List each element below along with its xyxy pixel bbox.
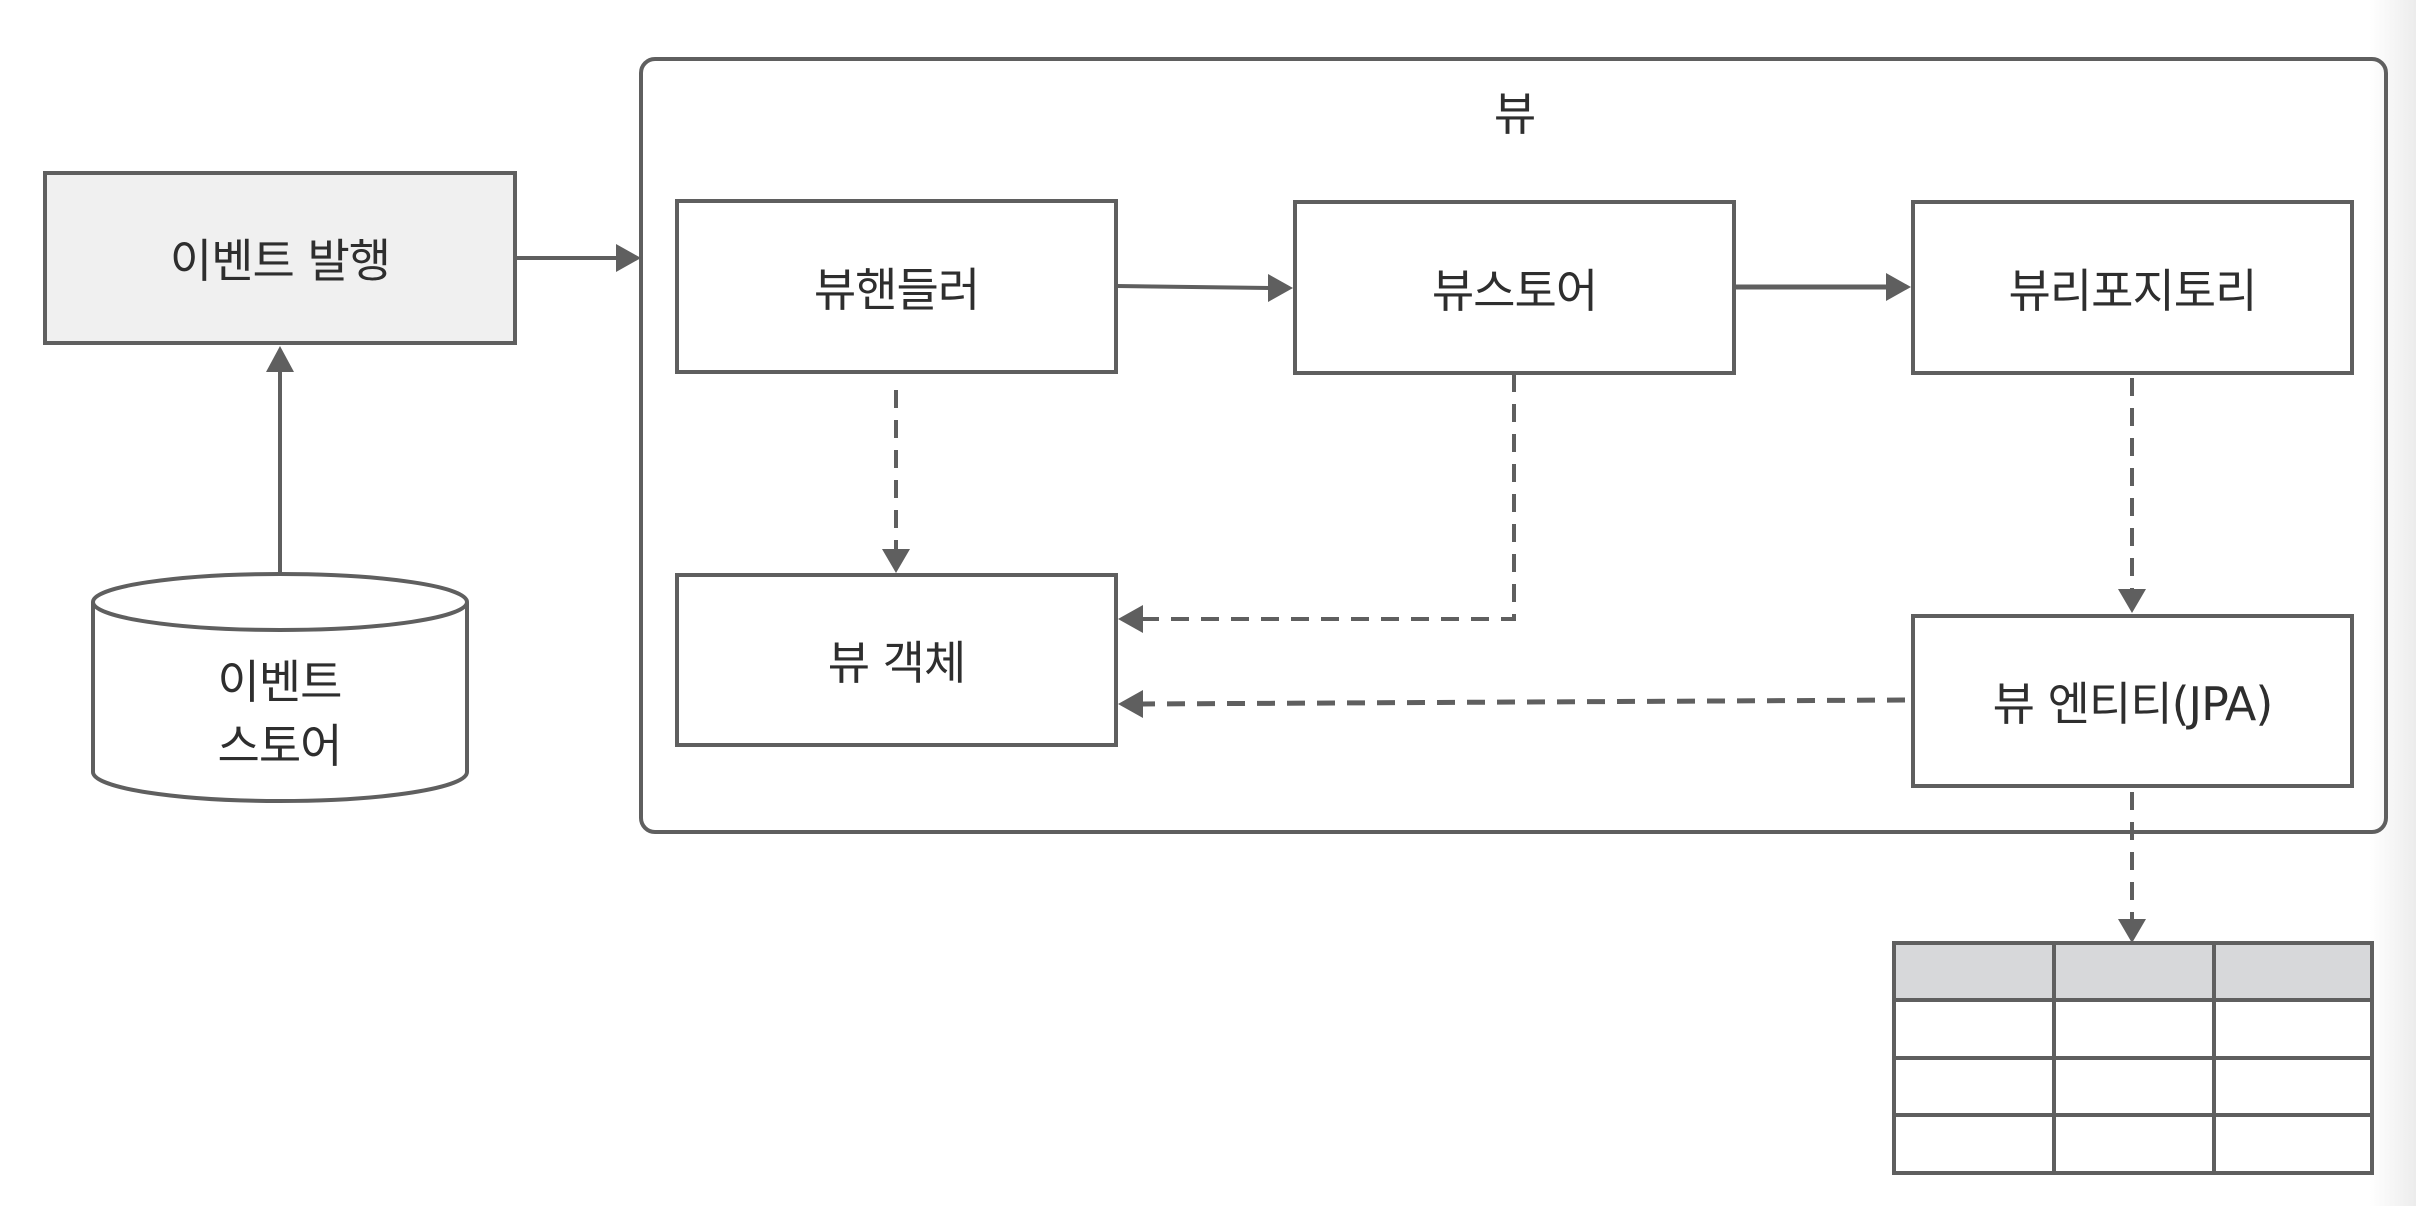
view-repository-label: 뷰리포지토리 bbox=[2008, 263, 2258, 318]
view-entity-label: 뷰 엔티티(JPA) bbox=[1992, 677, 2274, 731]
arrowhead-down-icon bbox=[2118, 589, 2146, 613]
edge-store-to-object bbox=[1140, 374, 1516, 621]
view-container bbox=[639, 57, 2388, 834]
db-table-header-row bbox=[1894, 943, 2372, 1000]
arrowhead-right-icon bbox=[1886, 273, 1911, 301]
arrowhead-down-icon bbox=[2118, 919, 2146, 943]
arrowhead-left-icon bbox=[1118, 690, 1143, 718]
event-publish-label: 이벤트 발행 bbox=[169, 234, 391, 288]
arrowhead-right-icon bbox=[1268, 274, 1293, 302]
view-object-node: 뷰 객체 bbox=[675, 573, 1118, 747]
view-entity-node: 뷰 엔티티(JPA) bbox=[1911, 614, 2354, 788]
view-store-node: 뷰스토어 bbox=[1293, 200, 1736, 375]
edge-entity-to-object bbox=[1139, 697, 1906, 707]
edge-handler-to-store bbox=[1116, 284, 1271, 290]
arrowhead-up-icon bbox=[266, 346, 294, 372]
arrowhead-left-icon bbox=[1118, 605, 1143, 633]
view-container-title: 뷰 bbox=[1493, 87, 1537, 141]
view-repository-node: 뷰리포지토리 bbox=[1911, 200, 2354, 375]
event-store-label-line2: 스토어 bbox=[217, 719, 343, 773]
view-object-label: 뷰 객체 bbox=[827, 636, 967, 690]
view-handler-node: 뷰핸들러 bbox=[675, 199, 1118, 374]
event-store-label-line1: 이벤트 bbox=[217, 655, 343, 709]
view-store-label: 뷰스토어 bbox=[1431, 263, 1598, 318]
view-handler-label: 뷰핸들러 bbox=[813, 262, 980, 317]
arrowhead-right-icon bbox=[616, 244, 641, 272]
event-store-cylinder bbox=[91, 572, 469, 803]
event-publish-node: 이벤트 발행 bbox=[43, 171, 517, 345]
event-store-label: 이벤트 스토어 bbox=[92, 650, 467, 778]
arrowhead-down-icon bbox=[882, 549, 910, 573]
db-table bbox=[1892, 941, 2374, 1175]
